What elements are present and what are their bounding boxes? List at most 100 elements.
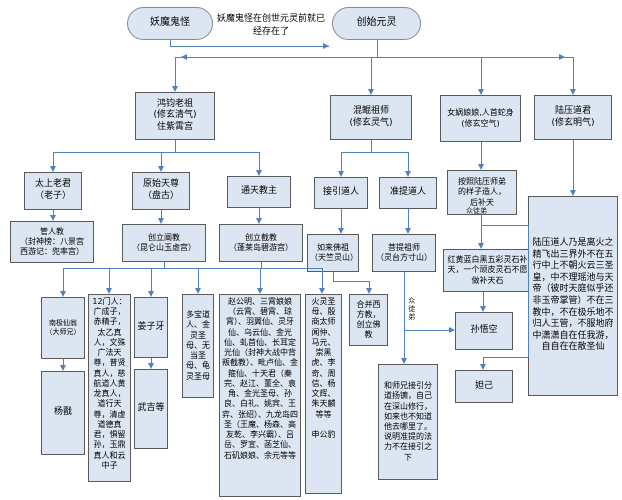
connector-line [404,272,405,358]
connector-line [161,152,162,166]
connector-line [53,152,259,153]
node-luya-description: 陆压道人乃是离火之精飞出三界外不在五行中上不朝火云三圣皇，中不理瑶池与天帝（彼时… [528,196,618,396]
arrowhead-down-icon [49,166,56,172]
node-rulai-fozu: 如来佛祖 （天竺灵山） [307,234,359,272]
arrowhead-left-icon [181,53,187,60]
arrowhead-down-icon [337,171,344,177]
connector-line [259,208,260,218]
connector-line [483,357,528,358]
node-jiejiao-members: 赵公明、三霄娘娘（云霄、碧霄、琼霄）、羽翼仙、灵牙仙、乌云仙、金光仙、虬首仙、长… [219,294,301,497]
connector-line [259,152,260,170]
connector-line [63,359,64,365]
node-jiejiao: 创立截教 （蓬莱岛碧游宫） [219,224,303,262]
node-zhunti-daoren: 准提道人 [379,177,437,209]
arrowhead-down-icon [147,291,154,297]
connector-line [573,140,574,190]
arrowhead-down-icon [171,86,178,92]
arrowhead-down-icon [365,288,372,294]
connector-line [483,357,484,364]
arrowhead-down-icon [147,363,154,369]
arrowhead-down-icon [404,228,411,234]
connector-line [260,268,261,288]
node-jiangziya: 姜子牙 [134,297,168,358]
node-sunwukong: 孙悟空 [455,312,513,350]
connector-line [371,57,372,89]
arrowhead-down-icon [59,291,66,297]
connector-line [151,358,152,363]
arrowhead-down-icon [255,218,262,224]
connector-line [481,225,528,226]
node-hunkun-zushi: 混鲲祖师 (修玄灵气) [330,95,412,140]
connector-line [481,215,482,243]
arrowhead-down-icon [569,89,576,95]
connector-line [261,262,262,268]
connector-line [483,292,484,306]
annotation-yaomo-note: 妖魔鬼怪在创世元灵前就已 经存在了 [216,14,325,37]
connector-line [408,209,409,228]
node-chanjiao: 创立阐教 （昆仑山玉虚宫） [122,224,206,262]
node-jieyin-daoren: 接引道人 [314,177,368,209]
arrowhead-right-icon [323,42,329,49]
connector-line [63,268,64,291]
arrowhead-right-icon [449,326,455,333]
connector-line [481,142,482,164]
node-yangjian: 杨戬 [41,371,85,455]
arrowhead-down-icon [157,166,164,172]
arrowhead-down-icon [477,164,484,170]
node-puti-zushi: 菩提祖师 （灵台方寸山） [372,234,436,272]
arrowhead-down-icon [477,243,484,249]
arrowhead-down-icon [194,288,201,294]
arrowhead-down-icon [105,288,112,294]
arrowhead-down-icon [337,228,344,234]
arrowhead-down-icon [256,288,263,294]
connector-line [481,57,482,89]
connector-line [573,57,574,89]
node-hebing-xifangjiao: 合并西 方教， 创立佛 教 [349,294,388,346]
connector-line [161,210,162,218]
arrowhead-down-icon [569,190,576,196]
connector-line [408,152,409,171]
node-nvwa-niangniang: 女娲娘娘,人首蛇身 (修玄空气) [440,95,521,142]
connector-line [151,268,152,291]
node-chuangshi-yuanling: 创始元灵 [332,7,421,40]
connector-line [170,46,329,47]
connector-line [341,209,342,228]
connector-line [53,152,54,166]
connector-line [322,268,323,288]
node-yaomo-guiguai: 妖魔鬼怪 [127,7,213,40]
node-huoling-group: 火灵圣母、殷商太师闻仲、马元、崇黑虎、李奇、周信、杨文辉、朱天麟等等 申公豹 [305,294,342,494]
connector-line [371,140,372,152]
node-puti-note: 和师兄接引分道扬镳，自己在深山修行，如来也不知道他去哪里了。说明准提的法力不在接… [378,364,438,480]
connector-line [164,262,165,268]
connector-line [175,57,573,58]
connector-line [369,281,370,288]
connector-line [198,268,199,288]
node-wucai-lingshi: 红黄蓝白黑五彩灵石补天，一个顽皮灵石不愿做补天石 [443,249,532,292]
connector-line [333,281,369,282]
arrowhead-down-icon [404,171,411,177]
node-nanji-xianweng: 南极仙翁 （大师兄） [41,297,85,359]
node-duobao-group: 多宝道人、金灵圣母、无当圣母、龟灵圣母 [182,294,214,398]
node-yuanshi-tianzun: 原始天尊 （盘古） [132,172,190,210]
node-nvwa-zaoren-butian: 按照陆压师弟 的样子造人， 后补天 [447,170,517,215]
node-luya-daojun: 陆压道君 (修玄明气) [534,95,612,140]
arrowhead-down-icon [367,89,374,95]
arrowhead-down-icon [400,358,407,364]
connector-line [170,40,171,46]
arrowhead-down-icon [318,288,325,294]
arrowhead-down-icon [157,218,164,224]
connector-line [53,210,54,215]
node-taishang-laojun: 太上老君 （老子） [24,172,82,210]
connector-line [333,272,334,281]
arrowhead-down-icon [479,364,486,370]
arrowhead-down-icon [49,215,56,221]
arrowhead-right-icon [559,53,565,60]
connector-line [175,140,176,152]
edge-label-zhongtudi: 众徒弟 [407,297,416,321]
arrowhead-down-icon [479,306,486,312]
connector-line [63,268,322,269]
connector-line [341,152,408,153]
arrowhead-down-icon [477,89,484,95]
node-hongjun-laozu: 鸿钧老祖 (修玄清气) 住紫霄宫 [135,92,215,140]
arrowhead-down-icon [255,170,262,176]
